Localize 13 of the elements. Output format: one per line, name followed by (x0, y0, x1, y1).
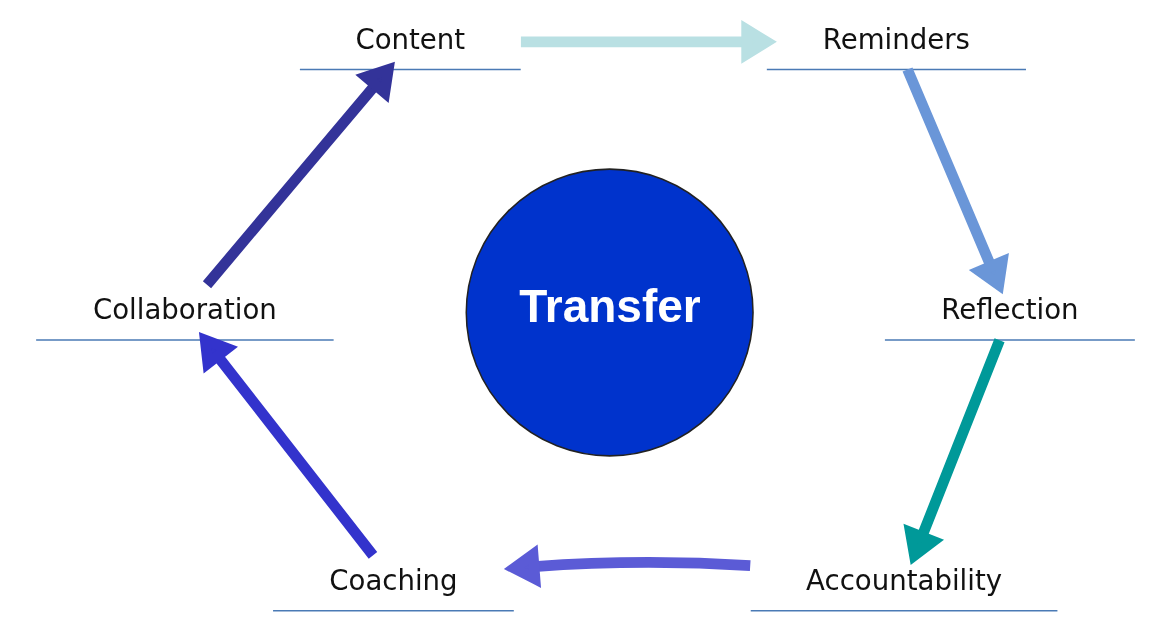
arrow (903, 338, 1005, 565)
arrow (503, 544, 751, 588)
node-text: Reminders (822, 22, 970, 56)
node-text: Accountability (806, 563, 1003, 597)
arrow (520, 20, 777, 64)
node-text: Reflection (941, 293, 1079, 327)
node-text: Collaboration (92, 293, 277, 327)
arrow (198, 332, 378, 559)
node-circle: Transfer (465, 168, 754, 457)
arrow (202, 61, 395, 289)
node-text: Coaching (329, 563, 458, 597)
node-text: Content (355, 22, 466, 56)
arrow (902, 67, 1009, 295)
